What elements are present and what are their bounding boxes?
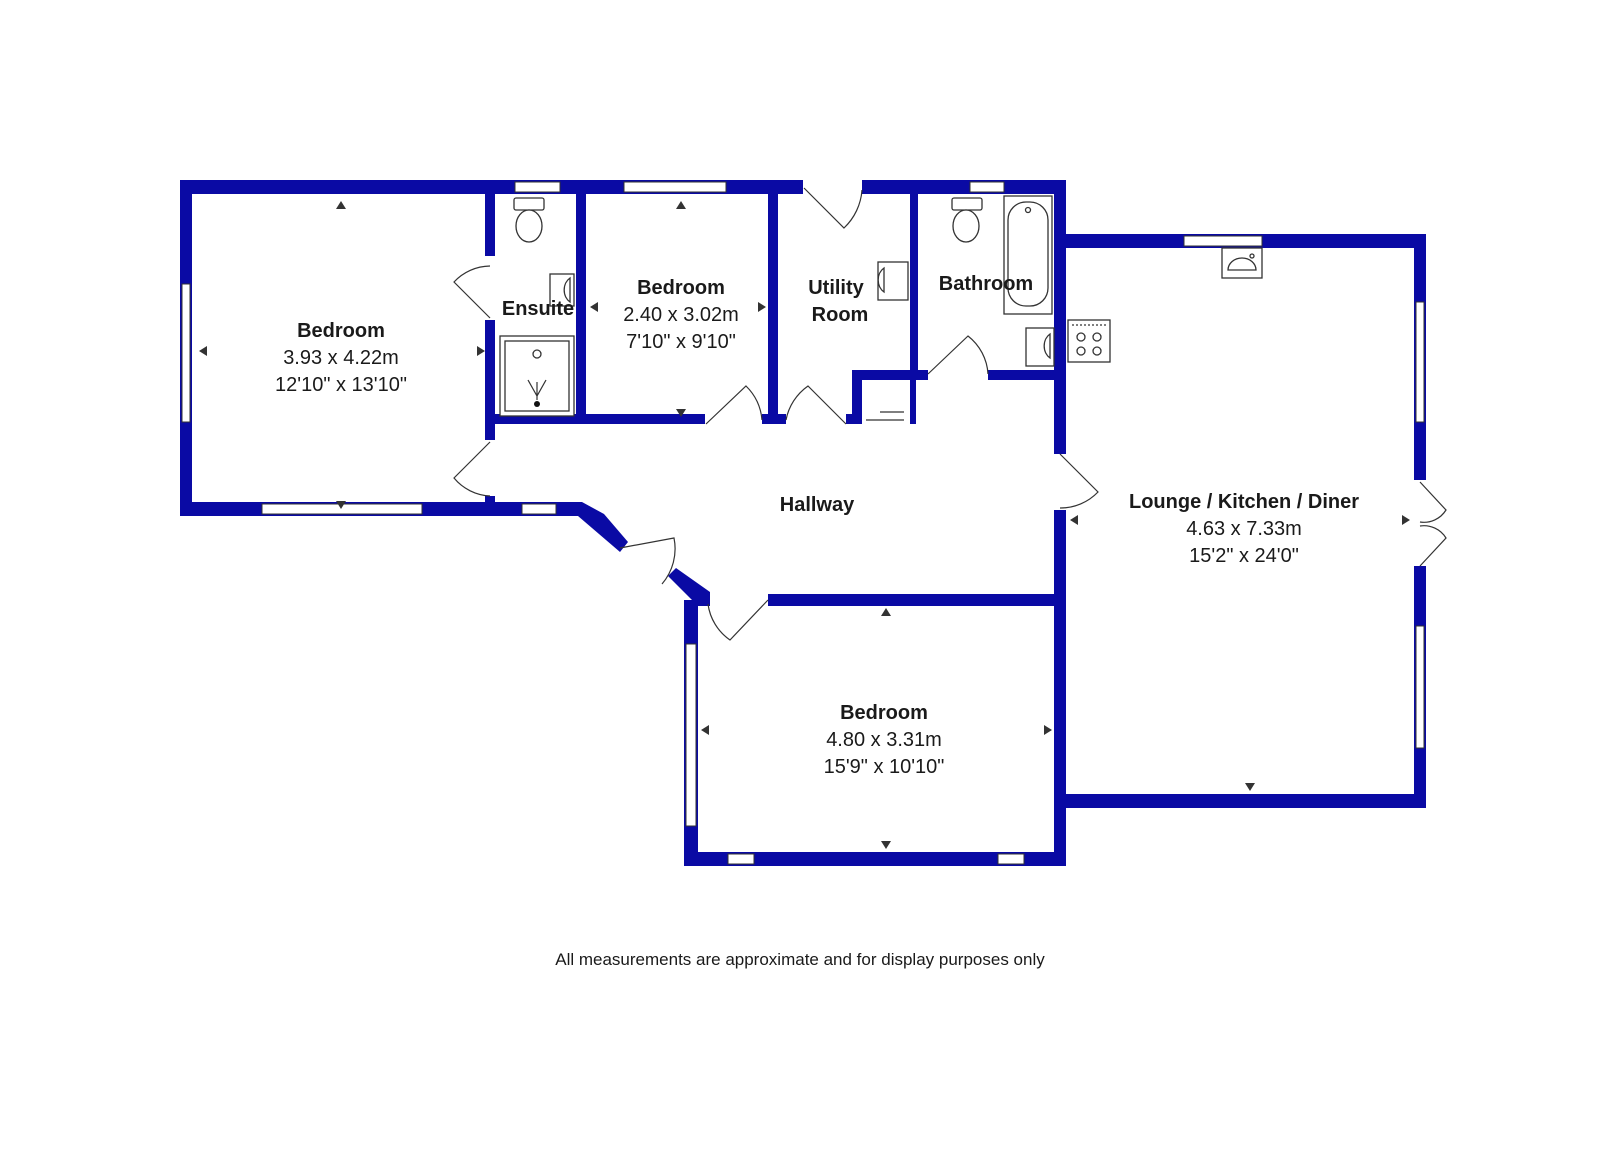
windows xyxy=(181,181,1425,865)
entrance-door xyxy=(619,537,676,585)
room-utility: Utility Room xyxy=(808,277,868,326)
arrow-left-icon xyxy=(701,725,709,735)
window xyxy=(969,181,1005,193)
toilet-icon xyxy=(951,197,983,243)
arrow-up-icon xyxy=(336,201,346,209)
small-bedroom-door xyxy=(705,385,763,425)
arrow-right-icon xyxy=(477,346,485,356)
room-name: Bathroom xyxy=(939,273,1033,295)
arrow-down-icon xyxy=(881,841,891,849)
room-name: Room xyxy=(812,304,869,326)
room-name: Bedroom xyxy=(840,702,928,724)
french-doors xyxy=(1419,481,1447,567)
room-name: Lounge / Kitchen / Diner xyxy=(1129,491,1359,513)
doors xyxy=(453,187,1447,641)
room-name: Utility xyxy=(808,277,864,299)
room-imperial: 15'9" x 10'10" xyxy=(824,756,945,778)
window xyxy=(727,853,755,865)
room-metric: 4.80 x 3.31m xyxy=(826,729,942,751)
cupboard-door xyxy=(866,411,904,421)
room-imperial: 7'10" x 9'10" xyxy=(626,331,736,353)
arrow-left-icon xyxy=(199,346,207,356)
arrow-up-icon xyxy=(676,201,686,209)
room-bedroom-small: Bedroom 2.40 x 3.02m 7'10" x 9'10" xyxy=(623,277,739,353)
arrow-up-icon xyxy=(881,608,891,616)
sink-icon xyxy=(549,273,575,307)
room-bathroom: Bathroom xyxy=(939,273,1033,295)
room-metric: 4.63 x 7.33m xyxy=(1186,518,1302,540)
window xyxy=(514,181,561,193)
room-name: Bedroom xyxy=(637,277,725,299)
fixtures xyxy=(499,195,1263,417)
window xyxy=(623,181,727,193)
arrow-right-icon xyxy=(1044,725,1052,735)
room-metric: 3.93 x 4.22m xyxy=(283,347,399,369)
utility-door xyxy=(785,385,847,425)
room-name: Hallway xyxy=(780,494,855,516)
room-metric: 2.40 x 3.02m xyxy=(623,304,739,326)
sink-icon xyxy=(1025,327,1055,367)
sink-icon xyxy=(1221,247,1263,279)
utility-external-door xyxy=(803,187,863,229)
west-bedroom-door xyxy=(453,441,491,497)
room-name: Ensuite xyxy=(502,298,574,320)
window xyxy=(997,853,1025,865)
window xyxy=(1415,301,1425,423)
room-imperial: 15'2" x 24'0" xyxy=(1189,545,1299,567)
south-bedroom-door xyxy=(707,599,769,641)
room-labels: Bedroom 3.93 x 4.22m 12'10" x 13'10" Ens… xyxy=(275,273,1359,778)
ensuite-door xyxy=(453,265,491,319)
arrow-down-icon xyxy=(1245,783,1255,791)
bathroom-door xyxy=(927,335,989,375)
dimension-arrows xyxy=(199,201,1410,849)
window xyxy=(1415,625,1425,749)
arrow-down-icon xyxy=(676,409,686,417)
window xyxy=(685,643,697,827)
window xyxy=(521,503,557,515)
room-lounge: Lounge / Kitchen / Diner 4.63 x 7.33m 15… xyxy=(1129,491,1359,567)
lounge-door xyxy=(1059,453,1099,509)
window xyxy=(181,283,191,423)
disclaimer-text: All measurements are approximate and for… xyxy=(555,950,1045,969)
room-name: Bedroom xyxy=(297,320,385,342)
arrow-left-icon xyxy=(1070,515,1078,525)
room-bedroom-south: Bedroom 4.80 x 3.31m 15'9" x 10'10" xyxy=(824,702,945,778)
room-bedroom-west: Bedroom 3.93 x 4.22m 12'10" x 13'10" xyxy=(275,320,407,396)
arrow-left-icon xyxy=(590,302,598,312)
window xyxy=(1183,235,1263,247)
bath-icon xyxy=(1003,195,1053,315)
arrow-right-icon xyxy=(758,302,766,312)
arrow-right-icon xyxy=(1402,515,1410,525)
hob-icon xyxy=(1067,319,1111,363)
sink-icon xyxy=(877,261,909,301)
toilet-icon xyxy=(513,197,545,243)
shower-icon xyxy=(499,335,575,417)
room-hallway: Hallway xyxy=(780,494,855,516)
room-imperial: 12'10" x 13'10" xyxy=(275,374,407,396)
room-ensuite: Ensuite xyxy=(502,298,574,320)
arrow-down-icon xyxy=(336,501,346,509)
